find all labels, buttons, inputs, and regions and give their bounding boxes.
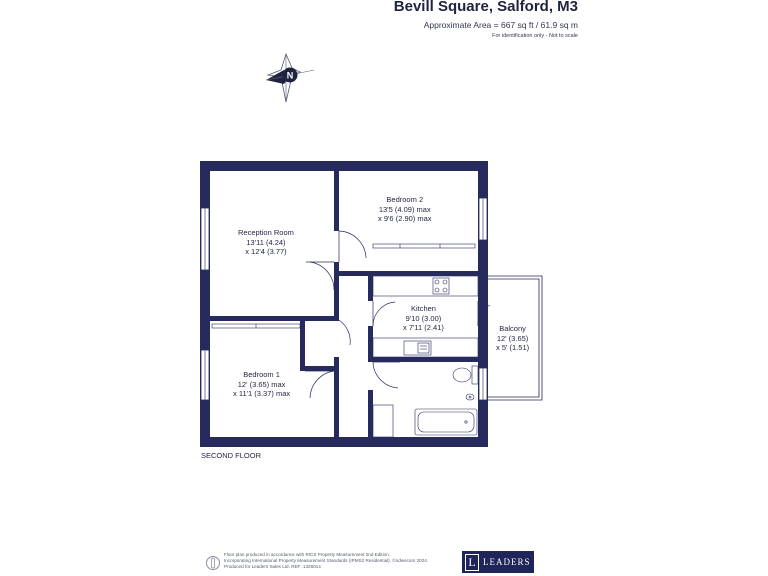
room-label-kitchen: Kitchen 9'10 (3.00) x 7'11 (2.41) [403,304,444,332]
floor-label: SECOND FLOOR [201,451,262,460]
kitchen-units [372,275,479,358]
footer-disclaimer: Floor plan produced in accordance with R… [224,552,429,569]
balcony-outline [488,275,543,401]
scale-note: For identification only - Not to scale [492,33,578,39]
room-label-bedroom-2: Bedroom 2 13'5 (4.09) max x 9'6 (2.90) m… [378,195,432,223]
compass-icon: N [265,52,315,103]
approximate-area: Approximate Area = 667 sq ft / 61.9 sq m [423,20,578,30]
room-label-bedroom-1: Bedroom 1 12' (3.65) max x 11'1 (3.37) m… [233,370,291,398]
internal-walls [210,171,478,437]
wardrobes [211,243,476,329]
bathroom-fixtures [372,365,479,438]
room-label-reception: Reception Room 13'11 (4.24) x 12'4 (3.77… [238,228,294,256]
outer-walls [200,161,488,447]
window-lines [204,198,484,400]
measurement-info-icon [206,556,220,570]
room-label-balcony: Balcony 12' (3.65) x 5' (1.51) [496,324,530,352]
brand-name: LEADERS [483,557,531,567]
property-title: Bevill Square, Salford, M3 [393,0,578,15]
leaders-logo: L LEADERS [462,551,534,573]
compass-north-label: N [287,71,294,81]
brand-mark: L [465,553,479,571]
doors [305,230,491,399]
